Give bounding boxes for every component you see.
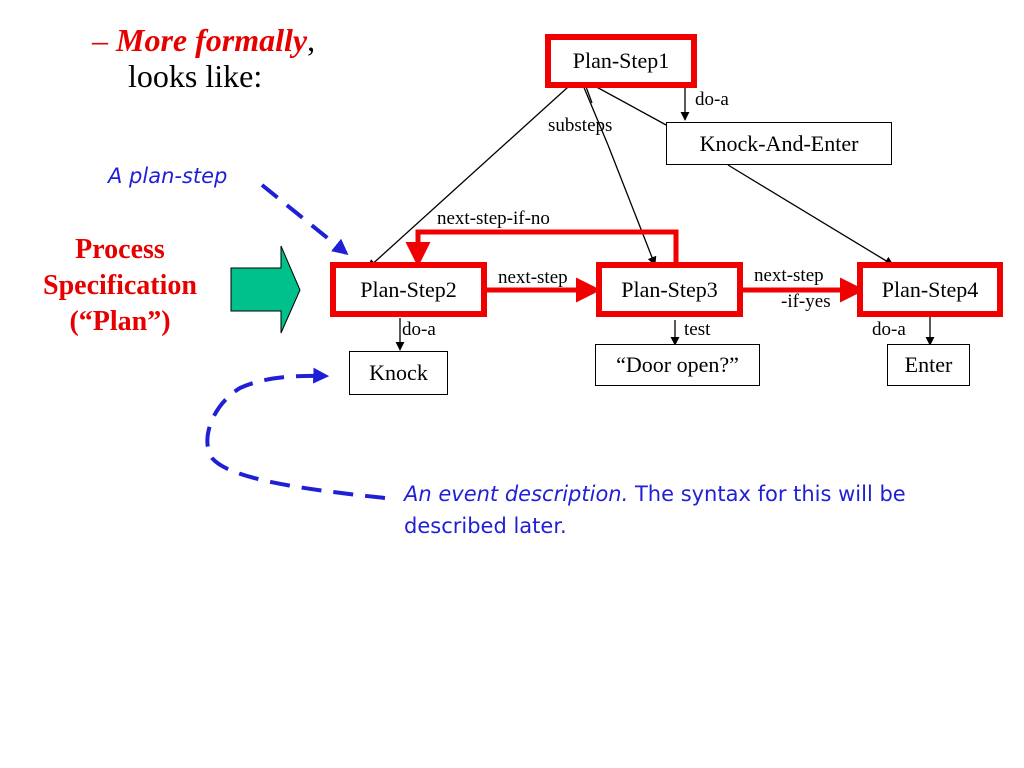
- edge-substep-plan-step3: [607, 144, 657, 266]
- process-line3: (“Plan”): [69, 306, 171, 337]
- label-next-step-if-yes-line1: next-step: [754, 265, 824, 286]
- bullet-rest: looks like:: [128, 58, 263, 94]
- label-substeps: substeps: [548, 115, 613, 136]
- node-knock: Knock: [349, 351, 448, 395]
- bullet-dash: –: [92, 22, 108, 58]
- edge-next-step-if-no: [405, 229, 679, 267]
- node-plan-step3: Plan-Step3: [596, 262, 743, 317]
- label-next-step-if-no: next-step-if-no: [437, 208, 550, 229]
- annotation-arrow-event: [205, 367, 386, 500]
- process-line2: Specification: [43, 270, 197, 301]
- edge-substep-tail: [579, 77, 609, 146]
- edge-substep-plan-step2: [367, 77, 579, 269]
- label-do-a-enter: do-a: [872, 319, 906, 340]
- label-do-a-knock: do-a: [402, 319, 436, 340]
- node-plan-step4: Plan-Step4: [857, 262, 1003, 317]
- bullet-emphasis: More formally: [116, 22, 308, 58]
- process-specification-label: Process Specification (“Plan”): [20, 232, 220, 340]
- label-test: test: [684, 319, 711, 340]
- process-arrow-shape: [230, 245, 301, 334]
- node-door-open: “Door open?”: [595, 344, 760, 386]
- label-next-step-if-yes-line2: -if-yes: [781, 291, 831, 312]
- label-next-step: next-step: [498, 267, 568, 288]
- node-plan-step2: Plan-Step2: [330, 262, 487, 317]
- event-description-annotation: An event description. The syntax for thi…: [404, 478, 974, 542]
- bullet-heading: – More formally, looks like:: [92, 22, 315, 94]
- bullet-comma: ,: [307, 22, 316, 58]
- node-knock-and-enter: Knock-And-Enter: [666, 122, 892, 165]
- label-do-a-top: do-a: [695, 89, 729, 110]
- event-description-italic: An event description.: [404, 482, 629, 506]
- node-enter: Enter: [887, 344, 970, 386]
- event-description-rest: The syntax for this will be described la…: [404, 482, 906, 538]
- plan-step-annotation: A plan-step: [108, 164, 228, 188]
- annotation-arrow-plan-step: [260, 183, 349, 256]
- node-plan-step1: Plan-Step1: [545, 34, 697, 88]
- process-line1: Process: [75, 234, 165, 265]
- edge-knock-and-enter-plan-step4: [727, 164, 894, 266]
